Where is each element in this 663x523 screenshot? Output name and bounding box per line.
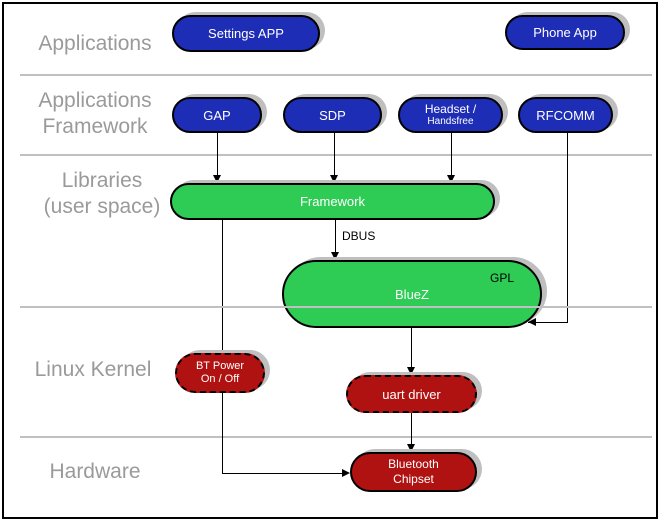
node-framework-label: Framework [299, 194, 365, 209]
arrowhead-uart-chipset [407, 444, 415, 452]
layer-label-applications: Applications [38, 32, 152, 55]
node-rfcomm: RFCOMM [518, 97, 613, 133]
edge-rfcomm-bluez-horizontal [528, 322, 568, 323]
gpl-badge: GPL [489, 271, 514, 285]
arrowhead-headset-framework [447, 175, 455, 183]
node-settings-app-label: Settings APP [208, 26, 284, 41]
node-bt-power-line1: BT Power [195, 360, 245, 372]
arrowhead-framework-bluez [331, 252, 339, 260]
layer-label-applications-framework-line2: Framework [42, 115, 148, 138]
arrowhead-sdp-framework [330, 175, 338, 183]
edge-headset-framework [451, 133, 452, 183]
node-headset-line1: Headset / [424, 101, 477, 116]
node-gap-label: GAP [203, 107, 231, 123]
layer-label-libraries-line1: Libraries [61, 169, 143, 192]
node-gap: GAP [172, 97, 262, 133]
edge-uart-chipset [411, 413, 412, 452]
layer-label-libraries-line2: (user space) [43, 195, 161, 218]
edge-sdp-framework [334, 133, 335, 183]
node-bluetooth-chipset-line2: Chipset [393, 472, 434, 486]
edge-bluez-uart [411, 328, 412, 375]
layer-label-applications-framework: Applications Framework [20, 88, 170, 140]
arrowhead-bluez-uart [407, 367, 415, 375]
node-sdp: SDP [283, 97, 382, 133]
divider-applications [20, 74, 652, 76]
edge-framework-bluez [335, 220, 336, 260]
edge-rfcomm-bluez-vertical [567, 133, 568, 322]
node-framework: Framework [170, 183, 495, 220]
layer-label-libraries: Libraries (user space) [12, 168, 192, 220]
node-bluez-label: BlueZ [395, 286, 429, 302]
node-headset-handsfree: Headset / Handsfree [398, 97, 503, 133]
node-settings-app: Settings APP [172, 15, 320, 52]
arrowhead-gap-framework [213, 175, 221, 183]
dbus-label: DBUS [342, 229, 376, 243]
node-bt-power: BT Power On / Off [175, 353, 265, 393]
edge-framework-chipset-vertical [222, 220, 223, 473]
layer-label-linux-kernel: Linux Kernel [34, 358, 152, 381]
layer-label-hardware: Hardware [49, 460, 141, 483]
node-sdp-label: SDP [319, 107, 346, 123]
node-bt-power-line2: On / Off [200, 373, 240, 385]
node-uart-driver: uart driver [346, 375, 477, 413]
node-phone-app: Phone App [505, 15, 625, 50]
node-bluez: BlueZ GPL [282, 260, 542, 328]
arrowhead-framework-chipset [342, 469, 350, 477]
node-bluetooth-chipset-line1: Bluetooth [388, 457, 439, 471]
divider-kernel [20, 436, 652, 438]
layer-label-applications-framework-line1: Applications [38, 89, 152, 112]
node-rfcomm-label: RFCOMM [536, 107, 595, 123]
edge-framework-chipset-horizontal [222, 473, 344, 474]
divider-framework [20, 154, 652, 156]
node-phone-app-label: Phone App [533, 25, 597, 40]
node-bluetooth-chipset: Bluetooth Chipset [350, 452, 477, 492]
divider-libraries [20, 306, 652, 308]
node-uart-driver-label: uart driver [382, 386, 441, 402]
arrowhead-rfcomm-bluez [528, 318, 536, 326]
node-headset-line2: Handsfree [427, 115, 474, 127]
edge-gap-framework [217, 133, 218, 183]
